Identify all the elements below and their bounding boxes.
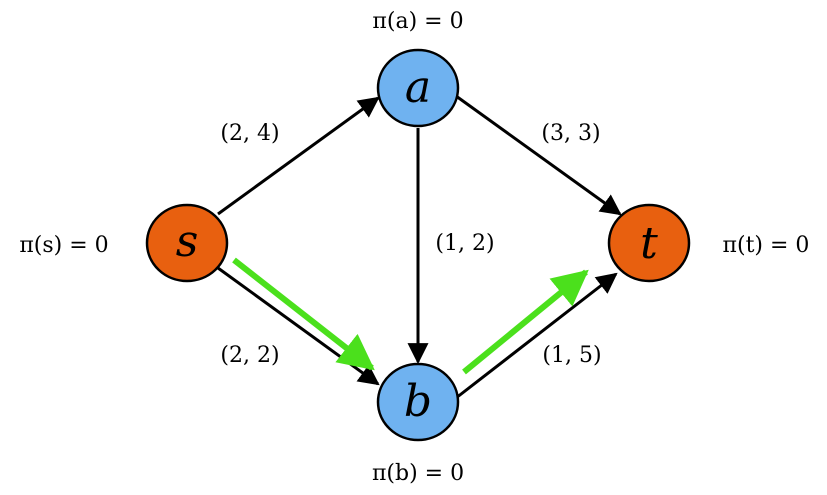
node-s-circle bbox=[145, 203, 229, 283]
node-t: t bbox=[607, 203, 691, 283]
node-a-label: a bbox=[405, 62, 431, 113]
edge-a-t bbox=[455, 94, 622, 216]
edge-label-b-t: (1, 5) bbox=[542, 343, 601, 368]
node-b-circle bbox=[376, 362, 460, 442]
node-a-circle bbox=[376, 48, 460, 128]
potential-label-a: π(a) = 0 bbox=[372, 9, 463, 34]
highlight-path-b-t bbox=[462, 269, 589, 375]
node-b: b bbox=[376, 362, 460, 442]
node-s-label: s bbox=[176, 216, 199, 267]
edge-label-s-a: (2, 4) bbox=[220, 121, 279, 146]
node-t-label: t bbox=[640, 218, 658, 269]
node-t-circle bbox=[607, 203, 691, 283]
edge-b-t bbox=[455, 272, 618, 400]
highlight-path-s-b bbox=[232, 257, 375, 371]
edge-label-a-t: (3, 3) bbox=[541, 121, 600, 146]
edge-label-a-b: (1, 2) bbox=[435, 231, 494, 256]
node-b-label: b bbox=[404, 376, 432, 427]
node-s: s bbox=[145, 203, 229, 283]
potential-label-b: π(b) = 0 bbox=[372, 461, 464, 486]
edge-label-s-b: (2, 2) bbox=[220, 343, 279, 368]
potential-label-s: π(s) = 0 bbox=[19, 233, 108, 258]
edge-s-a bbox=[217, 96, 380, 216]
node-a: a bbox=[376, 48, 460, 128]
potential-label-t: π(t) = 0 bbox=[723, 233, 810, 258]
